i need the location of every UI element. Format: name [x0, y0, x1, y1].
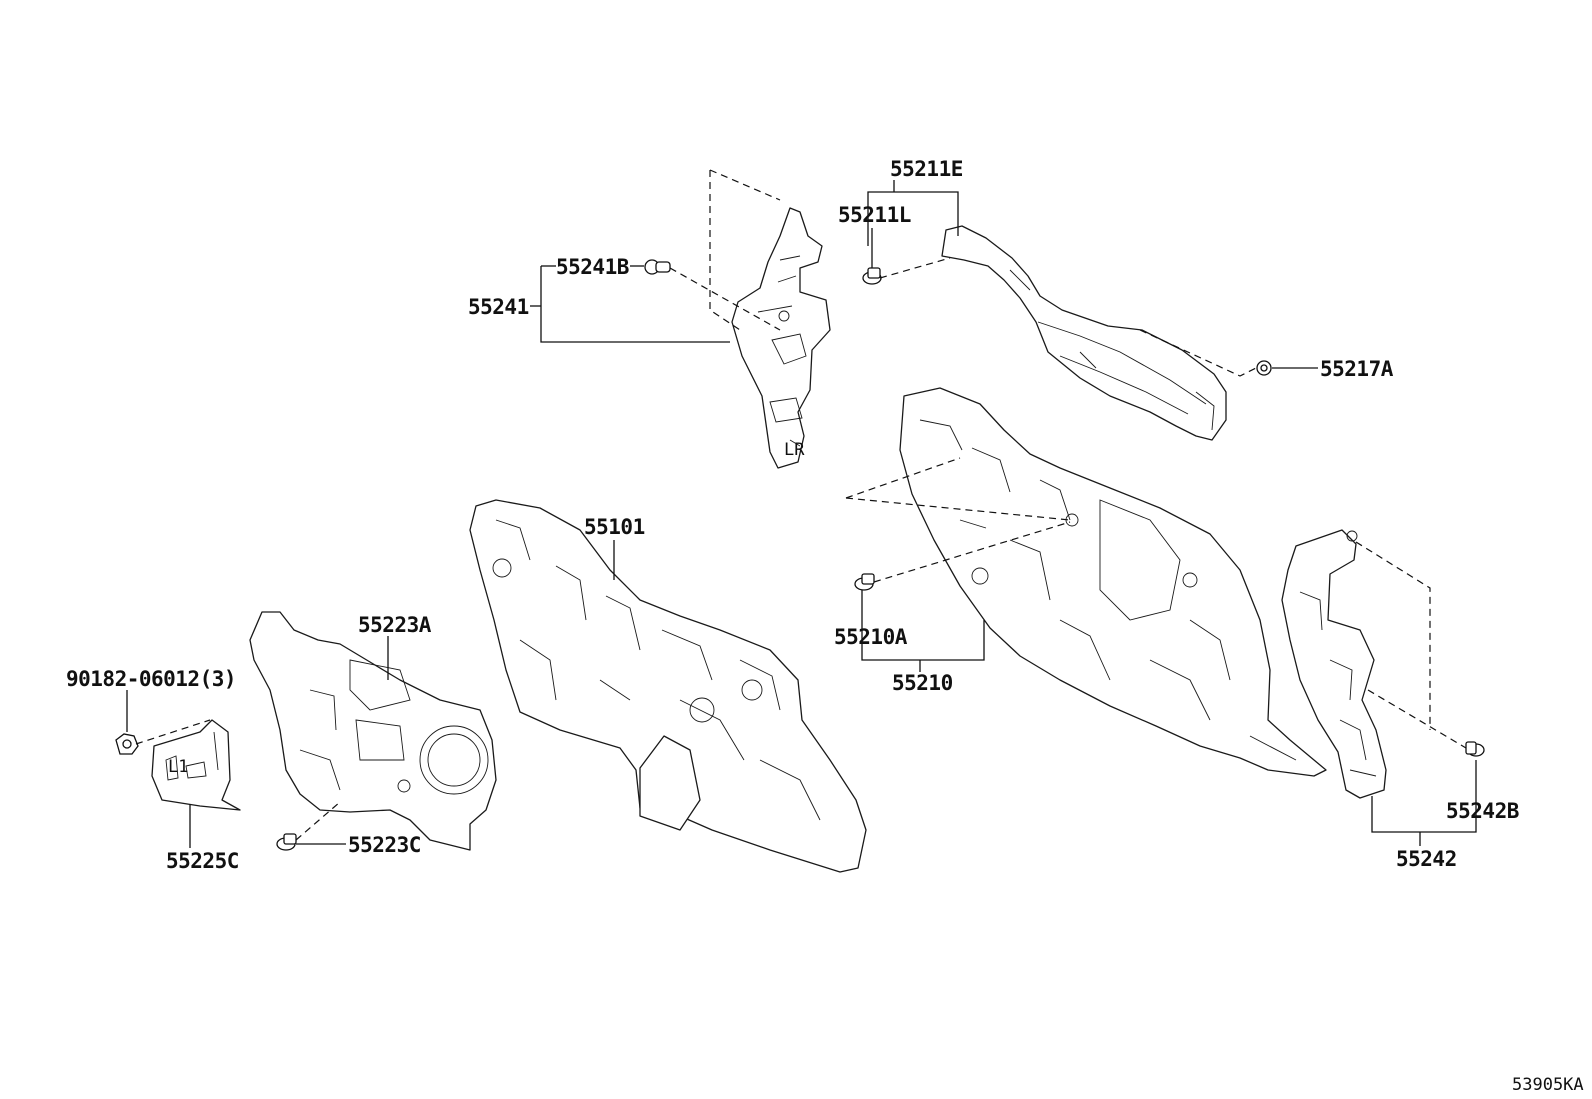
label-55225C[interactable]: 55225C: [166, 849, 239, 873]
part-55241-panel[interactable]: LR: [731, 207, 831, 469]
label-55241B[interactable]: 55241B: [556, 255, 629, 279]
label-55101[interactable]: 55101: [584, 515, 645, 539]
clip-55223C-icon[interactable]: [276, 833, 297, 851]
grommet-55217A-icon[interactable]: [1256, 360, 1272, 376]
label-55211E[interactable]: 55211E: [890, 157, 963, 181]
part-55211E-insulator[interactable]: [941, 225, 1227, 441]
part-55225C-bracket[interactable]: L1: [151, 719, 241, 811]
clip-55242B-icon[interactable]: [1465, 741, 1485, 757]
label-55217A[interactable]: 55217A: [1320, 357, 1394, 381]
part-55210-panel[interactable]: [899, 387, 1327, 777]
label-90182[interactable]: 90182-06012(3): [66, 667, 237, 691]
label-55242[interactable]: 55242: [1396, 847, 1457, 871]
part-55223A-insulator[interactable]: [249, 611, 497, 851]
clip-55211L-icon[interactable]: [862, 267, 882, 285]
svg-text:L1: L1: [168, 757, 188, 777]
part-labels: 55211E 55211L 55241B 55241 55217A 55101 …: [66, 157, 1584, 1095]
clip-55210A-icon[interactable]: [854, 573, 875, 591]
label-55223A[interactable]: 55223A: [358, 613, 432, 637]
label-55242B[interactable]: 55242B: [1446, 799, 1519, 823]
diagram-reference: 53905KA: [1512, 1075, 1584, 1095]
leader-lines: [126, 180, 1477, 848]
label-55210A[interactable]: 55210A: [834, 625, 908, 649]
assembly-dashed-lines: [135, 169, 1467, 841]
nut-90182-icon[interactable]: [115, 733, 139, 755]
label-55223C[interactable]: 55223C: [348, 833, 421, 857]
svg-text:LR: LR: [784, 440, 805, 460]
label-55211L[interactable]: 55211L: [838, 203, 911, 227]
part-55101-panel[interactable]: [469, 499, 867, 873]
label-55210[interactable]: 55210: [892, 671, 953, 695]
part-55242-panel[interactable]: [1281, 529, 1387, 799]
label-55241[interactable]: 55241: [468, 295, 529, 319]
clip-55241B-icon[interactable]: [644, 259, 671, 275]
